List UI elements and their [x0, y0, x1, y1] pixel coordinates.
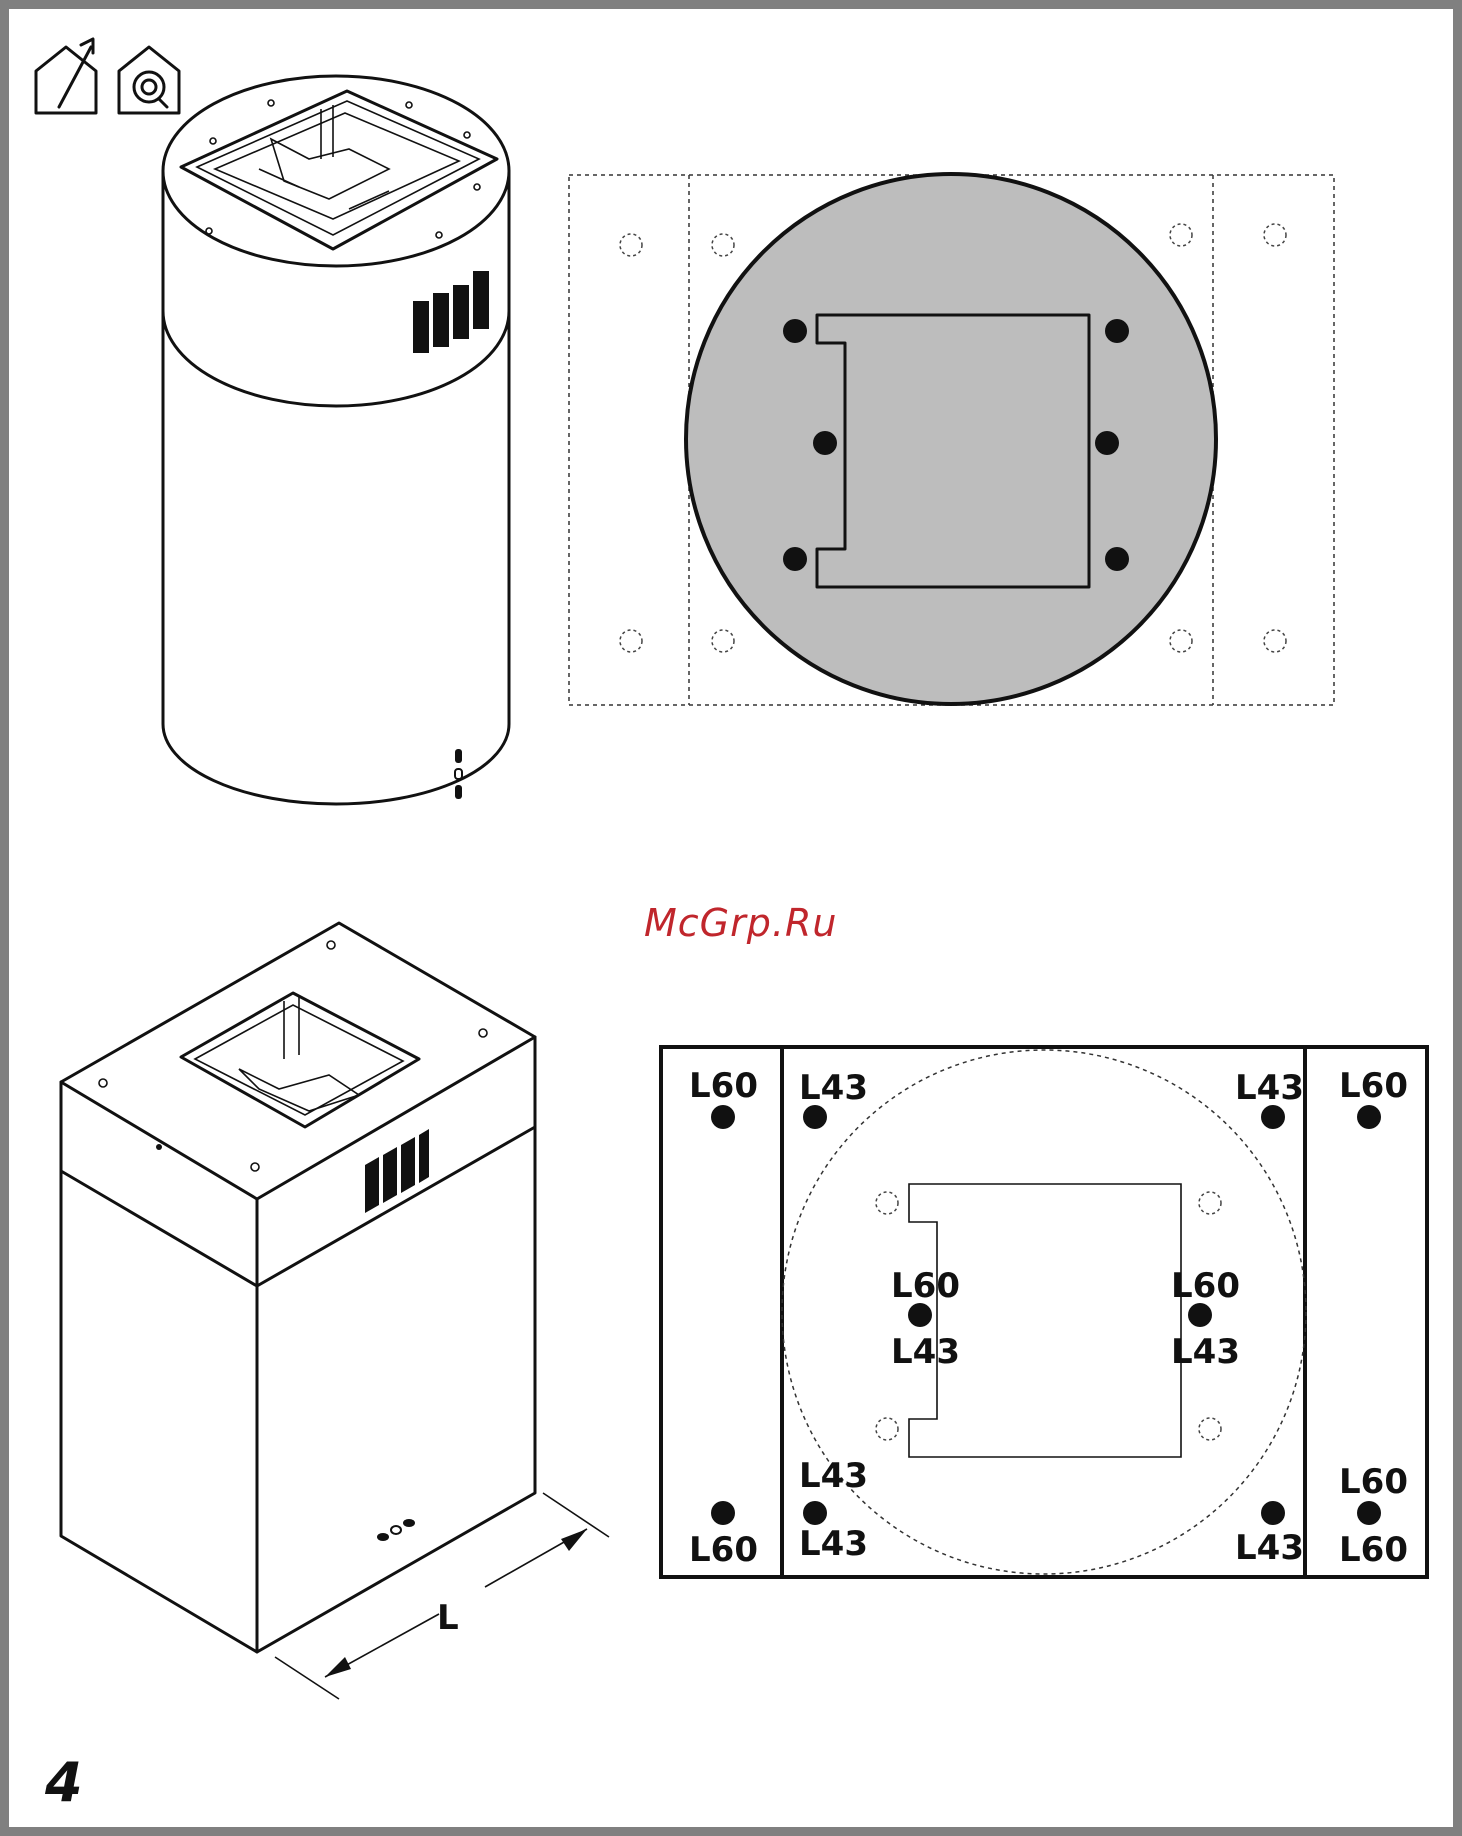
cylinder-mounting-template [569, 174, 1334, 705]
hole-label: L43 [891, 1332, 960, 1372]
hole-label: L43 [1235, 1068, 1304, 1108]
hole-label: L43 [799, 1524, 868, 1564]
dimension-label-l: L [437, 1598, 459, 1638]
hole-label: L43 [799, 1456, 868, 1496]
square-mounting-template [661, 1047, 1427, 1577]
hole-label: L60 [1339, 1462, 1408, 1502]
hole-label: L43 [799, 1068, 868, 1108]
cylinder-vent-grille [413, 271, 489, 353]
recirculation-house-icon [119, 47, 179, 113]
square-hood-drawing [61, 923, 609, 1699]
hole-label: L60 [689, 1066, 758, 1106]
hole-label: L60 [1339, 1066, 1408, 1106]
hole-label: L60 [689, 1530, 758, 1570]
square-control-buttons [377, 1519, 415, 1541]
hole-label: L43 [1235, 1528, 1304, 1568]
width-dimension-l [275, 1493, 609, 1699]
cylinder-hood-drawing [163, 76, 509, 804]
hole-label: L43 [1171, 1332, 1240, 1372]
watermark: McGrp.Ru [644, 901, 837, 945]
hole-label: L60 [1339, 1530, 1408, 1570]
cylinder-control-buttons [455, 749, 462, 799]
page-number: 4 [45, 1751, 83, 1814]
square-vent-grille [365, 1129, 429, 1213]
hole-label: L60 [891, 1266, 960, 1306]
ducted-extraction-house-icon [36, 39, 96, 113]
hole-label: L60 [1171, 1266, 1240, 1306]
